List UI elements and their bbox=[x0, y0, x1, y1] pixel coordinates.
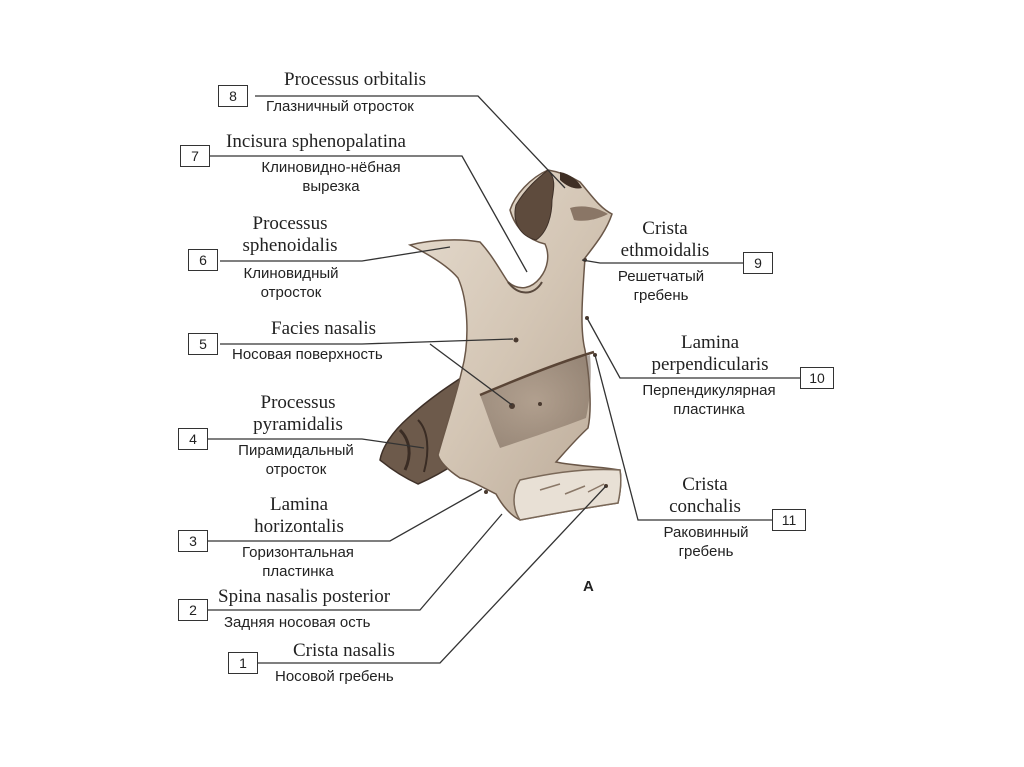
label-3-russian-1: Горизонтальная bbox=[242, 544, 354, 561]
label-4-russian-2: отросток bbox=[265, 461, 327, 478]
leader-lines bbox=[205, 95, 800, 664]
label-number-4: 4 bbox=[178, 428, 208, 450]
label-6-latin-2: sphenoidalis bbox=[242, 235, 338, 256]
label-number-1: 1 bbox=[228, 652, 258, 674]
label-3-latin-2: horizontalis bbox=[254, 516, 344, 537]
label-3-russian-2: пластинка bbox=[262, 563, 334, 580]
label-10-russian-2: пластинка bbox=[673, 401, 745, 418]
horizontal-plate-shape bbox=[513, 468, 622, 521]
label-number-7: 7 bbox=[180, 145, 210, 167]
label-number-9: 9 bbox=[743, 252, 773, 274]
label-number-2: 2 bbox=[178, 599, 208, 621]
label-7-russian-2: вырезка bbox=[302, 178, 360, 195]
label-8-latin: Processus orbitalis bbox=[284, 69, 426, 90]
label-4-latin-1: Processus bbox=[260, 392, 336, 413]
label-9-russian-1: Решетчатый bbox=[617, 268, 705, 285]
label-10-russian-1: Перпендикулярная bbox=[642, 382, 776, 399]
leader-4 bbox=[208, 438, 425, 449]
label-9-russian-2: гребень bbox=[633, 287, 689, 304]
label-number-10: 10 bbox=[800, 367, 834, 389]
leader-5 bbox=[220, 338, 514, 345]
leader-9 bbox=[581, 259, 743, 264]
label-9-latin-1: Crista bbox=[642, 218, 688, 239]
label-8-russian: Глазничный отросток bbox=[266, 98, 414, 115]
label-1-latin: Crista nasalis bbox=[293, 640, 395, 661]
label-3-latin-1: Lamina bbox=[269, 494, 329, 515]
label-10-latin-2: perpendicularis bbox=[651, 354, 769, 375]
label-9-latin-2: ethmoidalis bbox=[620, 240, 710, 261]
leader-11 bbox=[594, 354, 772, 521]
label-number-5: 5 bbox=[188, 333, 218, 355]
label-number-6: 6 bbox=[188, 249, 218, 271]
leader-5b bbox=[429, 343, 513, 406]
label-5-russian: Носовая поверхность bbox=[232, 346, 383, 363]
leader-3 bbox=[208, 488, 483, 542]
label-2-latin: Spina nasalis posterior bbox=[218, 586, 391, 607]
label-2-russian: Задняя носовая ость bbox=[224, 614, 371, 631]
label-number-3: 3 bbox=[178, 530, 208, 552]
label-11-russian-1: Раковинный bbox=[663, 524, 749, 541]
leader-1 bbox=[258, 485, 607, 664]
label-7-latin: Incisura sphenopalatina bbox=[226, 131, 406, 152]
label-11-latin-1: Crista bbox=[682, 474, 728, 495]
label-1-russian: Носовой гребень bbox=[275, 668, 394, 685]
label-4-latin-2: pyramidalis bbox=[253, 414, 343, 435]
leader-10 bbox=[586, 317, 800, 379]
leader-2 bbox=[208, 513, 503, 611]
label-4-russian-1: Пирамидальный bbox=[238, 442, 354, 459]
label-5-latin: Facies nasalis bbox=[271, 318, 377, 339]
label-6-latin-1: Processus bbox=[252, 213, 328, 234]
label-number-11: 11 bbox=[772, 509, 806, 531]
orbital-process-shape bbox=[514, 169, 555, 241]
leader-6 bbox=[220, 246, 451, 262]
label-11-russian-2: гребень bbox=[678, 543, 734, 560]
label-number-8: 8 bbox=[218, 85, 248, 107]
label-6-russian-2: отросток bbox=[260, 284, 322, 301]
label-6-russian-1: Клиновидный bbox=[243, 265, 339, 282]
label-10-latin-1: Lamina bbox=[680, 332, 740, 353]
leader-8 bbox=[255, 95, 566, 189]
label-7-russian-1: Клиновидно-нёбная bbox=[261, 159, 401, 176]
conchal-crest-shade bbox=[480, 355, 591, 448]
leader-7 bbox=[205, 155, 528, 273]
figure-label: А bbox=[583, 578, 594, 595]
label-11-latin-2: conchalis bbox=[669, 496, 741, 517]
bone-main-shape bbox=[407, 169, 622, 521]
